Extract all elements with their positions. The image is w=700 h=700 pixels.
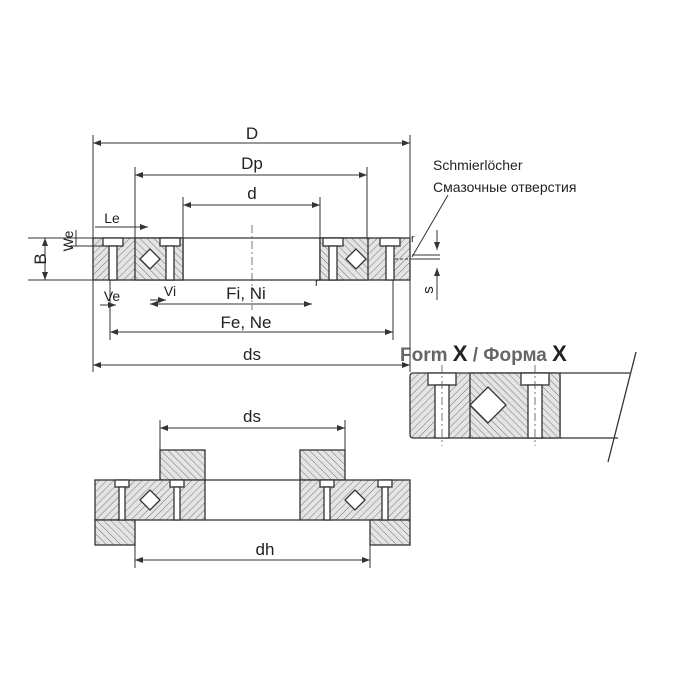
form-x-detail: Form X / Форма X bbox=[400, 341, 637, 463]
mounting-view: ds dh bbox=[94, 407, 411, 568]
roller-icon bbox=[139, 248, 161, 270]
lube-holes-label-de: Schmierlöcher bbox=[433, 157, 523, 173]
roller-icon bbox=[345, 248, 367, 270]
label-Dp: Dp bbox=[241, 154, 263, 173]
label-D: D bbox=[246, 124, 258, 143]
label-r-bottom: r bbox=[315, 277, 319, 289]
label-Fi-Ni: Fi, Ni bbox=[226, 284, 266, 303]
label-s: s bbox=[420, 286, 437, 294]
main-section-view: D Dp d Schmierlöcher Смазочные отверстия… bbox=[28, 124, 576, 372]
roller-icon bbox=[139, 489, 161, 511]
label-We: We bbox=[60, 230, 76, 251]
label-d: d bbox=[247, 184, 256, 203]
lube-holes-label-ru: Смазочные отверстия bbox=[433, 179, 576, 195]
label-Ve: Ve bbox=[104, 288, 121, 304]
label-r-top: r bbox=[411, 233, 415, 245]
form-x-title: Form X / Форма X bbox=[400, 341, 567, 366]
label-Vi: Vi bbox=[164, 283, 176, 299]
roller-icon bbox=[469, 386, 507, 424]
right-ring-section bbox=[319, 237, 412, 281]
label-B: B bbox=[31, 253, 50, 264]
label-Fe-Ne: Fe, Ne bbox=[220, 313, 271, 332]
roller-icon bbox=[344, 489, 366, 511]
label-Le: Le bbox=[104, 210, 120, 226]
label-dh: dh bbox=[256, 540, 275, 559]
left-ring-section bbox=[92, 237, 184, 281]
label-ds-top: ds bbox=[243, 345, 261, 364]
label-ds-bottom: ds bbox=[243, 407, 261, 426]
